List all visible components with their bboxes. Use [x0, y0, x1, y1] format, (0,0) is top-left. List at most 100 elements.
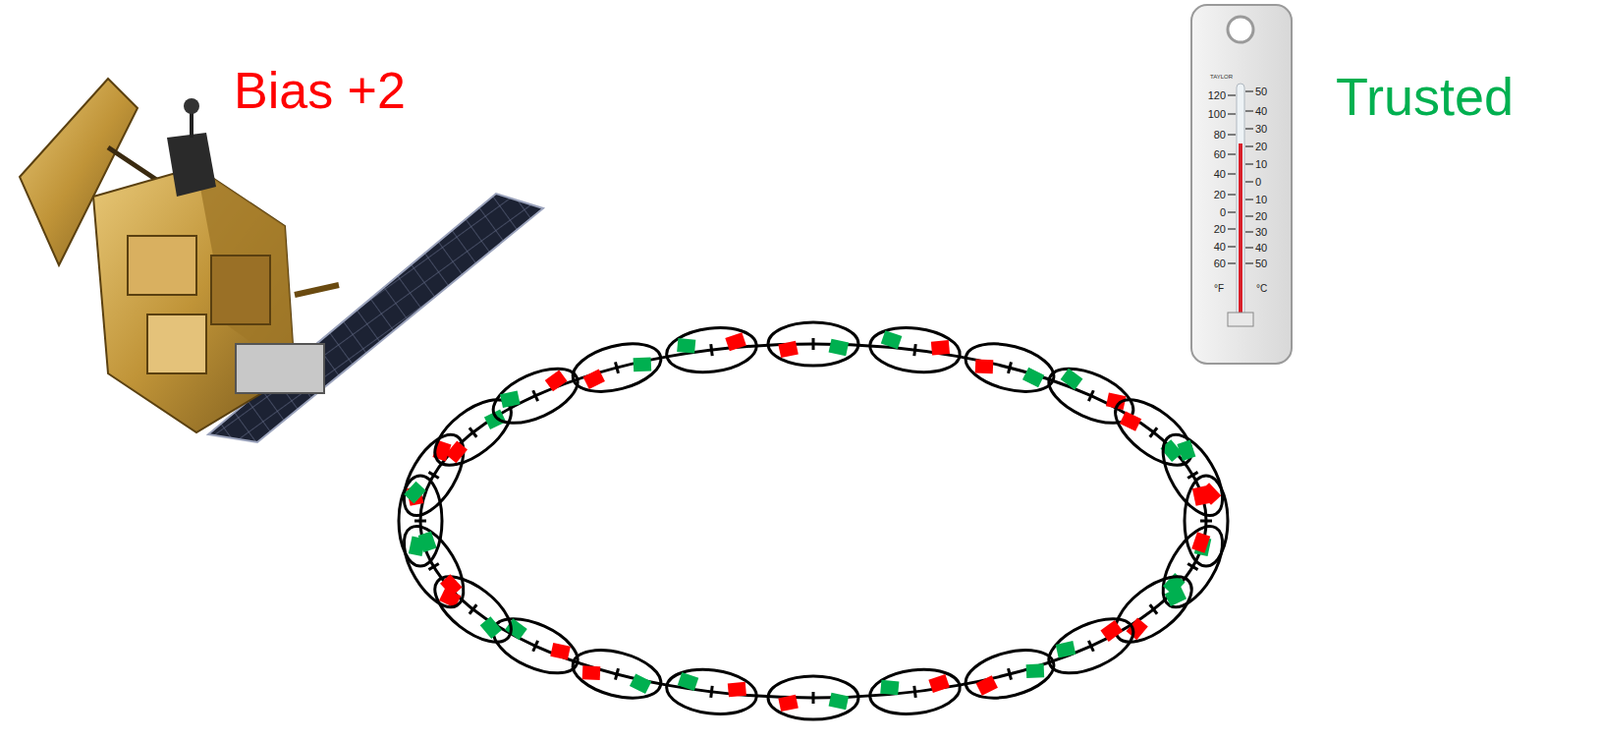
bias-label: Bias +2 [233, 64, 406, 116]
celsius-scale-number: 40 [1255, 106, 1268, 117]
biased-mark [928, 673, 950, 693]
scale-tick [1227, 227, 1236, 229]
hanging-hole [1227, 16, 1254, 43]
sample-cell [867, 323, 963, 378]
sample-cell [960, 334, 1059, 400]
biased-mark [1100, 619, 1123, 642]
scale-tick [1245, 90, 1254, 92]
trusted-mark [480, 615, 502, 639]
sample-cell [768, 675, 859, 719]
trusted-mark [499, 390, 521, 408]
scale-tick [1227, 193, 1236, 195]
biased-mark [545, 369, 568, 391]
fahrenheit-scale-number: 60 [1213, 258, 1226, 270]
fahrenheit-scale-number: 120 [1208, 90, 1226, 102]
scale-tick [1245, 198, 1254, 200]
celsius-scale-number: 10 [1255, 194, 1268, 206]
fahrenheit-scale-number: 80 [1213, 129, 1226, 141]
trusted-mark [828, 338, 850, 356]
celsius-scale-number: 20 [1255, 211, 1268, 222]
biased-mark [550, 642, 571, 660]
fahrenheit-scale-number: 100 [1208, 109, 1226, 120]
scale-tick [1227, 172, 1236, 174]
biased-mark [445, 441, 468, 464]
scale-tick [1245, 163, 1254, 165]
trusted-mark [1060, 368, 1084, 390]
trusted-mark [633, 357, 653, 373]
satellite [19, 78, 544, 442]
celsius-scale-number: 50 [1255, 86, 1268, 98]
biased-mark [1199, 482, 1222, 505]
mercury [1238, 143, 1243, 319]
trusted-mark [880, 679, 899, 696]
sample-cell [567, 334, 666, 400]
fahrenheit-unit: °F [1213, 283, 1224, 294]
biased-mark [1191, 531, 1211, 553]
sample-cell [663, 664, 760, 719]
scale-tick [1245, 110, 1254, 111]
scale-tick [1245, 180, 1254, 182]
sample-cell [391, 425, 476, 526]
fahrenheit-scale-number: 20 [1213, 223, 1226, 235]
trusted-mark [676, 337, 696, 354]
sample-cell [424, 386, 523, 477]
celsius-scale-number: 30 [1255, 226, 1268, 238]
trusted-mark [1055, 640, 1077, 658]
mast [166, 132, 217, 197]
trusted-mark [881, 330, 903, 349]
trusted-label: Trusted [1335, 69, 1514, 123]
celsius-scale-number: 40 [1255, 242, 1268, 254]
celsius-scale-number: 20 [1255, 141, 1268, 153]
scale-tick [1227, 133, 1236, 135]
trusted-mark [629, 672, 652, 694]
celsius-scale-number: 30 [1255, 123, 1268, 135]
trusted-mark [677, 671, 700, 691]
celsius-scale-number: 50 [1255, 258, 1268, 270]
biased-mark [1126, 617, 1149, 641]
biased-mark [976, 674, 998, 696]
sample-cell [391, 516, 476, 617]
celsius-scale-number: 0 [1255, 176, 1262, 188]
orbit-ring [391, 322, 1235, 719]
trusted-mark [1022, 367, 1045, 388]
trusted-mark [403, 481, 427, 504]
sample-cell [768, 322, 859, 366]
thermometer-body [1191, 4, 1292, 364]
biased-mark [440, 573, 463, 597]
sample-cell [1151, 425, 1235, 526]
celsius-unit: °C [1256, 283, 1268, 294]
fahrenheit-scale-number: 40 [1213, 168, 1226, 180]
biased-mark [724, 331, 747, 351]
scale-tick [1227, 153, 1236, 155]
scale-tick [1227, 262, 1236, 264]
scale-tick [1227, 211, 1236, 213]
trusted-mark [484, 409, 506, 430]
fahrenheit-scale-number: 60 [1213, 149, 1226, 161]
trusted-mark [828, 692, 850, 710]
sample-cell [485, 606, 586, 684]
scale-tick [1245, 145, 1254, 147]
fahrenheit-scale-number: 0 [1219, 207, 1226, 219]
biased-mark [777, 340, 799, 358]
scale-tick [1245, 230, 1254, 232]
sample-cell [663, 323, 760, 378]
sample-cell [1104, 386, 1204, 477]
biased-mark [931, 339, 950, 356]
fahrenheit-scale-number: 20 [1213, 189, 1226, 201]
sample-cell [867, 664, 963, 719]
scale-tick [1245, 262, 1254, 264]
brand-name: TAYLOR [1210, 73, 1233, 80]
scale-tick [1227, 94, 1236, 96]
trusted-mark [1164, 586, 1187, 607]
sample-cell [960, 641, 1059, 707]
scale-tick [1245, 246, 1254, 248]
sample-cell [424, 563, 523, 654]
biased-mark [582, 664, 602, 680]
sample-cell [1041, 357, 1142, 435]
scale-tick [1245, 215, 1254, 217]
biased-mark [1119, 410, 1142, 431]
biased-mark [777, 694, 799, 712]
fahrenheit-scale-number: 40 [1213, 241, 1226, 253]
sample-cell [567, 641, 666, 707]
biased-mark [727, 681, 747, 698]
